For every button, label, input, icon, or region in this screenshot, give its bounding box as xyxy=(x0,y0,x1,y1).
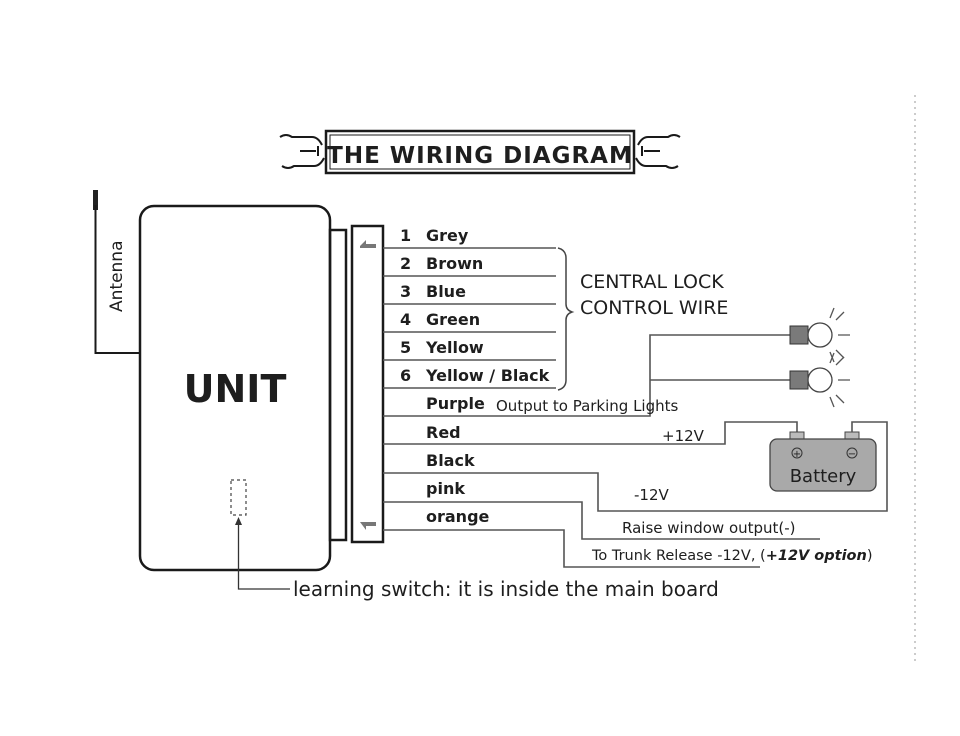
wire-label-orange: orange xyxy=(426,507,490,526)
battery-minus-icon: − xyxy=(848,449,856,460)
pink-wire xyxy=(383,501,820,540)
antenna-label: Antenna xyxy=(107,241,127,313)
wire-label: Blue xyxy=(426,282,466,301)
learning-switch xyxy=(230,479,247,516)
arrow-up-icon xyxy=(235,517,242,525)
diagram-title: THE WIRING DIAGRAM xyxy=(327,143,633,169)
battery-plus-icon: + xyxy=(793,449,801,460)
title-banner: THE WIRING DIAGRAM xyxy=(279,129,681,175)
wire-num: 4 xyxy=(400,310,411,329)
unit-box: UNIT learning switch: it is inside the m… xyxy=(138,204,719,601)
central-lock-wires xyxy=(383,247,575,391)
wire-num: 5 xyxy=(400,338,411,357)
wire-num: 1 xyxy=(400,226,411,245)
learning-switch-label: learning switch: it is inside the main b… xyxy=(293,577,719,601)
raise-window-annotation: Raise window output(-) xyxy=(622,519,796,537)
bulb-icon xyxy=(807,322,833,348)
parking-lamp-bottom xyxy=(789,352,850,408)
wire-label: Yellow / Black xyxy=(425,366,550,385)
purple-wire: Output to Parking Lights xyxy=(383,334,790,417)
wire-labels: 1 Grey 2 Brown 3 Blue 4 Green 5 Yellow 6… xyxy=(400,226,550,526)
central-lock-label-2: CONTROL WIRE xyxy=(580,297,728,319)
connector-latch-bottom xyxy=(360,522,376,530)
wire-num: 6 xyxy=(400,366,411,385)
red-wire xyxy=(383,421,798,445)
left-ornament xyxy=(279,134,325,169)
wire-num: 3 xyxy=(400,282,411,301)
right-ornament xyxy=(635,134,681,169)
wire-label: Yellow xyxy=(425,338,484,357)
parking-lamp-top xyxy=(789,307,850,363)
bulb-icon xyxy=(807,367,833,393)
wire-label: Grey xyxy=(426,226,469,245)
plus12-annotation: +12V xyxy=(662,427,705,445)
wire-label-pink: pink xyxy=(426,479,465,498)
battery-label: Battery xyxy=(790,466,857,487)
wire-label-purple: Purple xyxy=(426,394,485,413)
title-inner-frame xyxy=(329,134,631,170)
wire-label: Brown xyxy=(426,254,483,273)
black-wire xyxy=(383,421,888,512)
unit-label: UNIT xyxy=(184,367,287,411)
wire-label-red: Red xyxy=(426,423,461,442)
wire-num: 2 xyxy=(400,254,411,273)
minus12-annotation: -12V xyxy=(634,486,669,504)
central-lock-label-1: CENTRAL LOCK xyxy=(580,271,724,293)
connector-latch-top xyxy=(360,240,376,248)
wire-label-black: Black xyxy=(426,451,475,470)
brace xyxy=(557,247,575,391)
antenna: Antenna xyxy=(93,190,141,354)
learning-switch-leader xyxy=(237,520,290,590)
trunk-annotation: To Trunk Release -12V, (+12V option) xyxy=(591,548,873,564)
title-frame xyxy=(324,129,636,175)
wire-label: Green xyxy=(426,310,480,329)
antenna-tip xyxy=(93,190,98,210)
battery: + − Battery xyxy=(769,431,877,492)
orange-wire xyxy=(383,529,760,568)
connector xyxy=(328,224,385,544)
parking-annotation: Output to Parking Lights xyxy=(496,397,679,415)
